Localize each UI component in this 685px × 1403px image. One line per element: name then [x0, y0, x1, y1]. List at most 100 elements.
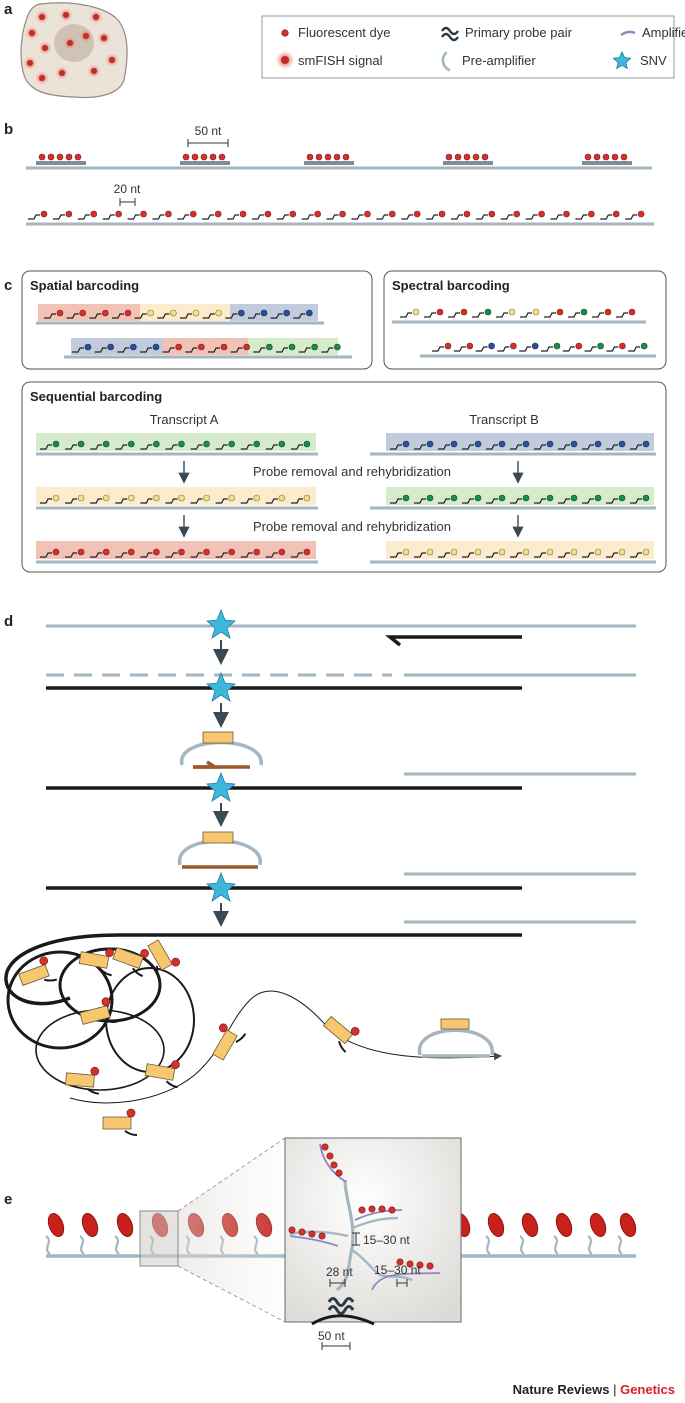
probe-oligo — [414, 552, 426, 558]
probe-oligo — [190, 444, 203, 450]
fluorophore-dot — [532, 308, 540, 316]
smfish-spot-core — [101, 35, 107, 41]
fluorophore-dot — [412, 308, 420, 316]
fluorophore-dot — [266, 343, 273, 351]
probe-oligo — [606, 498, 618, 504]
length-label-50: 50 nt — [318, 1329, 345, 1343]
credit-separator: | — [613, 1382, 617, 1397]
fluorophore-dot — [580, 308, 588, 316]
zoom-region — [139, 1210, 179, 1267]
probe-oligo — [40, 552, 52, 558]
probe-oligo — [582, 444, 594, 450]
pre-amplifier-stalk — [553, 1235, 559, 1255]
fluorophore-dot — [56, 153, 64, 161]
fluorophore-dot — [498, 440, 506, 448]
probe-oligo — [390, 444, 402, 450]
pre-amplifier-stalk — [617, 1235, 623, 1255]
fluorophore-dot — [178, 494, 185, 502]
seq-probes-a-1 — [40, 440, 311, 450]
spectral-probes-2 — [432, 342, 648, 352]
probe-oligo — [462, 444, 474, 450]
smfish-spot-core — [83, 33, 89, 39]
smfish-spot-core — [91, 68, 97, 74]
fluorophore-dot — [339, 210, 346, 218]
scale-bar — [329, 1279, 346, 1287]
fluorophore-dot — [642, 440, 650, 448]
fluorophore-dot — [278, 440, 286, 448]
cell-illustration — [20, 2, 128, 99]
fluorophore-dot — [510, 342, 517, 350]
fluorophore-dot — [474, 494, 482, 502]
probe-oligo — [600, 214, 613, 220]
fluorophore-dot — [602, 153, 610, 161]
panel-label-d: d — [4, 613, 13, 630]
probe-oligo — [240, 552, 253, 558]
fluorophore-dot — [182, 153, 190, 161]
fluorophore-dot — [74, 153, 82, 161]
length-label-28: 28 nt — [326, 1265, 353, 1279]
fluorophore-dot — [522, 440, 530, 448]
fluorophore-dot — [90, 210, 98, 218]
fluorophore-dot — [264, 210, 272, 218]
fluorophore-dot — [378, 1205, 386, 1213]
padlock-probe — [178, 839, 262, 866]
probe-oligo — [472, 312, 484, 318]
fluorophore-dot — [79, 309, 86, 317]
band-red — [36, 541, 316, 559]
probe-oligo — [215, 444, 228, 450]
fluorophore-dot — [214, 210, 222, 218]
detection-probe — [18, 956, 58, 986]
fluorophore-dot — [416, 1261, 424, 1269]
fluorophore-dot — [575, 342, 583, 350]
bdna-signal-blob — [47, 1213, 65, 1237]
probe-oligo — [630, 552, 642, 558]
probe-oligo — [400, 312, 412, 318]
band-green — [386, 487, 654, 505]
snv-star-icon — [612, 51, 632, 70]
fluorophore-dot — [308, 1230, 316, 1238]
pre-amplifier-branch — [351, 1216, 399, 1230]
fluorophore-dot — [642, 548, 650, 556]
fluorophore-dot — [38, 153, 46, 161]
fluorophore-dot — [165, 210, 172, 218]
probe-oligo — [628, 346, 641, 352]
probe-oligo — [298, 347, 311, 353]
probe-oligo — [215, 552, 228, 558]
smfish-spot-group — [23, 8, 119, 85]
fluorophore-dot — [77, 494, 85, 502]
probe-oligo — [486, 498, 498, 504]
fluorophore-dot — [553, 342, 561, 350]
fluorophore-dot — [594, 548, 602, 556]
legend-snv: SNV — [640, 53, 667, 68]
scale-bar — [321, 1342, 351, 1350]
zoom-cone — [178, 1138, 285, 1322]
fluorophore-dot — [620, 153, 628, 161]
fluorophore-dot — [278, 548, 286, 556]
snv-star-icon — [206, 608, 236, 639]
pre-amplifier-branch — [351, 1248, 413, 1282]
fluorophore-dot — [358, 1206, 366, 1214]
probe-oligo — [215, 498, 228, 504]
fluorophore-dot — [253, 440, 261, 448]
panel-label-b: b — [4, 121, 13, 138]
fluorophore-dot — [65, 210, 73, 218]
detection-probe — [102, 1108, 138, 1136]
fluorophore-dot — [584, 153, 592, 161]
probe-oligo — [127, 214, 140, 220]
probe-oligo — [534, 552, 546, 558]
probe-oligo — [432, 346, 444, 352]
fluorophore-dot — [311, 343, 318, 351]
zoom-dyes — [288, 1143, 434, 1270]
probe-oligo — [582, 498, 594, 504]
bdna-signal-blob — [589, 1213, 607, 1237]
fluorophore-dot — [570, 440, 578, 448]
fluorophore-dot — [402, 494, 410, 502]
detection-probe — [112, 947, 149, 978]
fluorophore-dot — [228, 440, 235, 448]
fluorophore-dot — [594, 440, 602, 448]
probe-oligo — [592, 312, 604, 318]
fluorophore-dot — [102, 548, 110, 556]
fluorophore-dot — [260, 309, 268, 317]
smfish-spot-core — [63, 12, 69, 18]
probe-oligo — [89, 313, 102, 319]
